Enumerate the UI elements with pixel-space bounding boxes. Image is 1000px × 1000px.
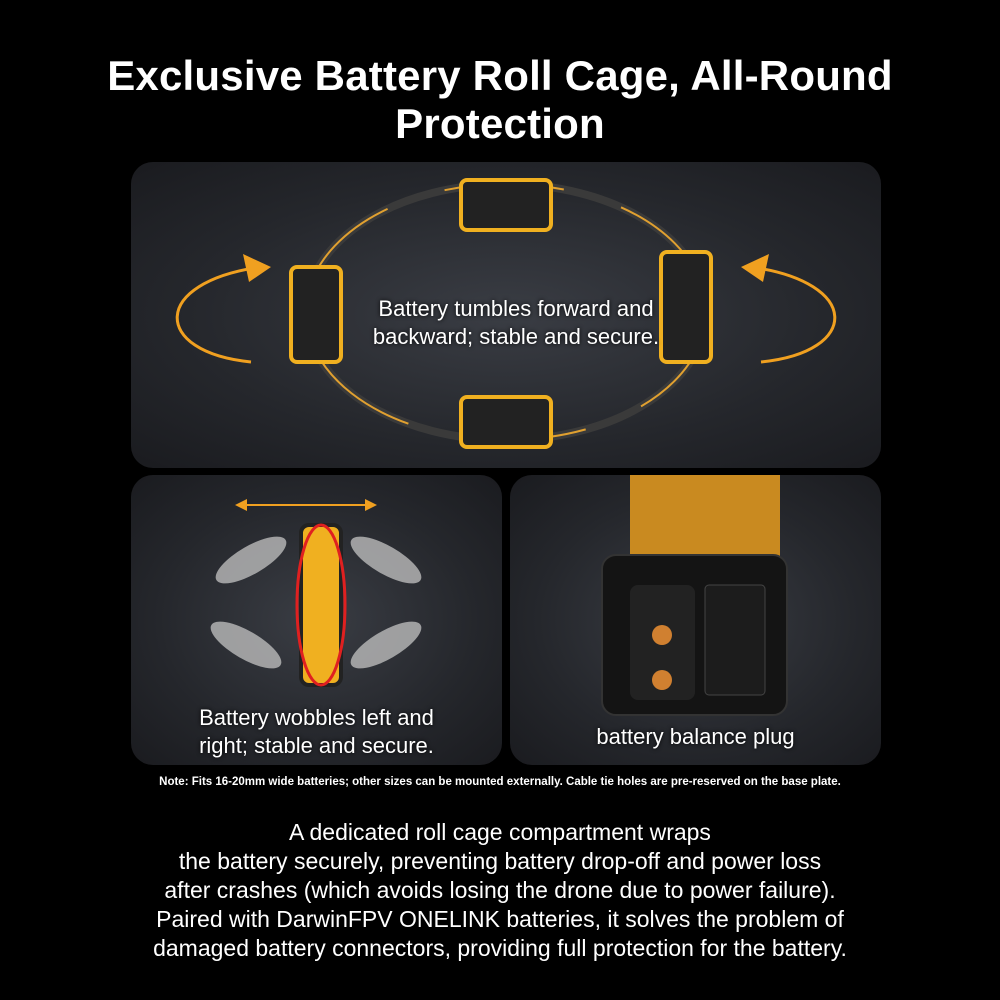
arrow-right-icon xyxy=(750,265,837,364)
tumble-caption-2: backward; stable and secure. xyxy=(372,324,660,349)
drone-bottom xyxy=(459,395,553,449)
description: A dedicated roll cage compartment wraps … xyxy=(0,818,1000,963)
drone-right xyxy=(659,250,713,364)
plug-panel: battery balance plug xyxy=(510,475,881,765)
roll-cage-illustration xyxy=(175,178,837,449)
wobble-caption-2: right; stable and secure. xyxy=(199,733,434,758)
tumble-panel: Battery tumbles forward and backward; st… xyxy=(131,162,881,468)
drone-left xyxy=(289,265,343,364)
tumble-caption-1: Battery tumbles forward and xyxy=(378,296,654,321)
description-line: A dedicated roll cage compartment wraps xyxy=(289,819,711,845)
page-title: Exclusive Battery Roll Cage, All-Round P… xyxy=(107,52,893,147)
wobble-panel: Battery wobbles left and right; stable a… xyxy=(131,475,502,765)
fit-note: Note: Fits 16-20mm wide batteries; other… xyxy=(159,776,841,788)
plug-caption: battery balance plug xyxy=(596,724,795,749)
highlight-circle xyxy=(295,523,347,687)
drone-top-view xyxy=(210,499,422,687)
description-line: after crashes (which avoids losing the d… xyxy=(164,877,836,903)
wobble-caption-1: Battery wobbles left and xyxy=(199,705,434,730)
description-line: the battery securely, preventing battery… xyxy=(178,848,822,874)
description-line: Paired with DarwinFPV ONELINK batteries,… xyxy=(156,906,844,932)
battery-plug-illustration xyxy=(601,475,788,716)
drone-top xyxy=(459,178,553,232)
description-line: damaged battery connectors, providing fu… xyxy=(153,935,847,961)
arrow-left-icon xyxy=(175,265,262,364)
